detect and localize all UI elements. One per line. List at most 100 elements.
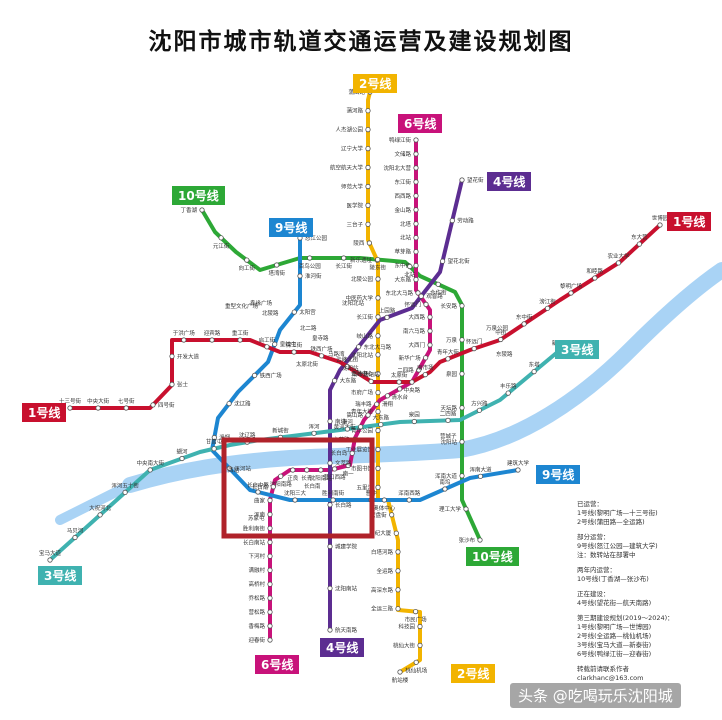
station-dot: [407, 263, 413, 270]
station-label: 甘官屯: [206, 438, 223, 446]
station-label: 苏家屯: [248, 514, 265, 522]
station-label: 滂江街: [539, 297, 556, 305]
line3-badge-left: 3号线: [38, 566, 83, 585]
station-dot: [344, 363, 350, 370]
legend-operating-title: 已运营：: [577, 500, 603, 508]
station-label: 迎春街: [248, 636, 265, 644]
line10-badge-bottom: 10号线: [466, 547, 519, 566]
station-label: 万泉公园: [486, 324, 509, 332]
station-label: 东塔: [529, 361, 541, 369]
station-label: 太原北街: [296, 360, 319, 368]
station-label: 于洪广场: [173, 329, 196, 337]
station-dot: [406, 497, 412, 503]
station-dot: [365, 202, 371, 208]
station-dot: [365, 164, 371, 171]
line1-badge-right: 1号线: [667, 212, 712, 231]
station-dot: [413, 207, 419, 213]
station-label: 铁西广场: [310, 345, 333, 353]
station-label: 长白中路: [247, 481, 270, 489]
line10-path: [200, 208, 482, 541]
station-label: 营城子: [440, 432, 457, 440]
station-label: 桃仙大街: [393, 641, 416, 649]
station-dot: [435, 281, 441, 287]
station-dot: [218, 235, 224, 241]
station-label: 青年公园: [351, 427, 374, 435]
station-dot: [95, 405, 101, 411]
station-dot: [344, 426, 350, 432]
line2-badge-top: 2号线: [353, 74, 398, 93]
station-label: 桃仙机场: [405, 666, 428, 674]
station-dot: [244, 257, 250, 263]
station-label: 蒲河路: [346, 107, 363, 115]
station-label: 浑河: [308, 422, 320, 430]
station-label: 泉园: [409, 411, 421, 419]
station-dot: [267, 581, 273, 587]
station-label: 长白南站: [243, 538, 266, 546]
station-label: 高桥村: [248, 580, 265, 588]
legend-twoyear-1: 10号线(丁香湖—张沙布): [577, 575, 649, 583]
station-dot: [592, 275, 598, 281]
station-label: 科技园: [398, 623, 415, 631]
station-dot: [397, 386, 403, 392]
station-dot: [209, 337, 215, 343]
legend-section-title: 部分运营：: [577, 533, 610, 541]
station-label: 医学院: [346, 201, 363, 209]
station-label: 五里河: [356, 483, 373, 491]
station-label: 丰乐路: [500, 382, 517, 390]
station-label: 七号街: [118, 397, 135, 405]
station-label: 满融村: [248, 566, 265, 574]
station-dot: [413, 137, 419, 143]
station-label: 航站楼: [392, 676, 409, 684]
station-label: 奥体中心: [373, 504, 396, 512]
legend-phase-1: 1号线(黎明广场—世博园): [577, 623, 652, 631]
station-label: 南坞: [439, 478, 451, 486]
station-label: 万泉: [446, 336, 458, 344]
station-label: 北站: [404, 271, 416, 279]
station-label: 世博园: [652, 214, 669, 222]
watermark: 头条 @吃喝玩乐沈阳城: [510, 683, 681, 708]
station-label: 大东路: [373, 414, 390, 422]
station-label: 鸭绿江街: [389, 136, 412, 144]
station-dot: [199, 207, 205, 213]
line1-badge-left: 1号线: [22, 403, 67, 422]
station-dot: [413, 165, 419, 171]
station-dot: [365, 146, 371, 152]
station-label: 中央大街: [87, 397, 110, 405]
station-dot: [375, 276, 381, 282]
station-label: 草芽路: [394, 248, 411, 256]
station-label: 中街: [495, 329, 507, 337]
station-dot: [459, 303, 465, 309]
station-label: 新城街: [272, 426, 289, 434]
station-label: 马路湾: [328, 350, 345, 358]
station-dot: [459, 177, 465, 183]
station-label: 劳动路: [457, 217, 474, 225]
station-label: 东北大马路: [364, 343, 392, 351]
station-label: 马贝河: [67, 527, 84, 535]
station-dot: [375, 352, 381, 358]
station-dot: [272, 341, 278, 347]
station-label: 北塔: [400, 220, 412, 228]
station-dot: [267, 609, 273, 615]
station-dot: [396, 379, 402, 385]
station-dot: [412, 608, 419, 615]
station-dot: [417, 642, 423, 649]
legend-operating-1: 1号线(黎明广场—十三号街): [577, 509, 658, 517]
station-dot: [327, 418, 333, 424]
station-dot: [47, 557, 53, 563]
station-dot: [395, 587, 401, 593]
station-label: 西西路: [394, 192, 411, 200]
station-label: 沈阳南站: [310, 474, 333, 482]
station-dot: [531, 368, 537, 375]
station-dot: [270, 484, 276, 490]
station-dot: [349, 450, 355, 456]
station-dot: [211, 434, 217, 441]
station-label: 望花北街: [448, 257, 471, 265]
station-dot: [393, 530, 399, 536]
station-dot: [413, 262, 419, 269]
station-dot: [657, 222, 663, 228]
station-label: 长白南: [252, 483, 269, 491]
station-label: 张沙布: [458, 536, 475, 544]
station-dot: [395, 606, 401, 612]
station-label: 和睦路: [587, 267, 604, 275]
station-label: 蝴河: [176, 448, 188, 456]
